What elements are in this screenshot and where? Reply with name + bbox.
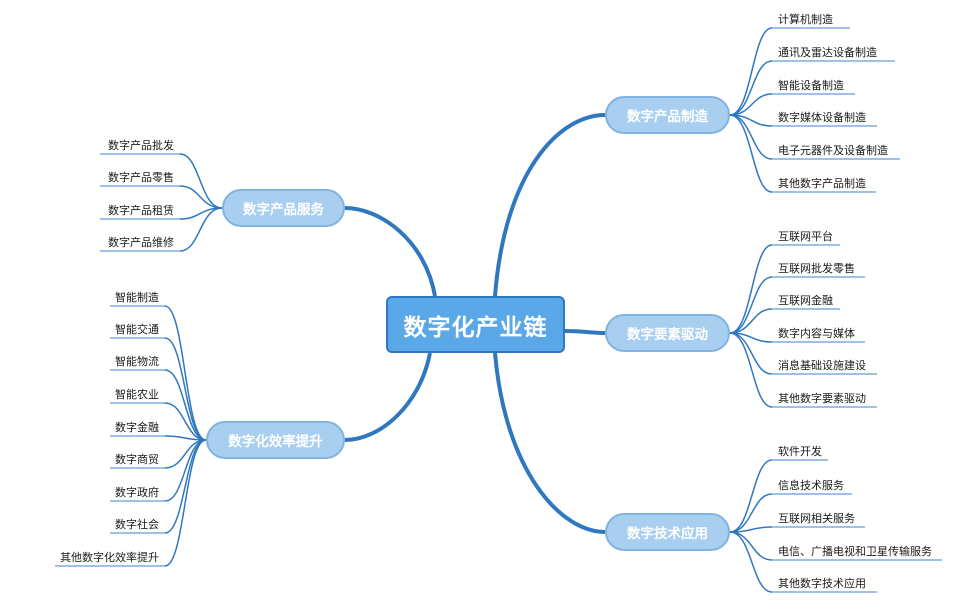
leaf-node[interactable]: 互联网金融 [778, 294, 833, 307]
leaf-node[interactable]: 智能交通 [115, 323, 159, 336]
leaf-node[interactable]: 其他数字化效率提升 [60, 551, 159, 564]
leaf-node[interactable]: 其他数字产品制造 [778, 177, 866, 190]
leaf-node[interactable]: 数字产品租赁 [108, 204, 174, 217]
leaf-node[interactable]: 数字社会 [115, 518, 159, 531]
leaf-node[interactable]: 数字媒体设备制造 [778, 111, 866, 124]
leaf-node[interactable]: 计算机制造 [778, 13, 833, 26]
leaf-node[interactable]: 电子元器件及设备制造 [778, 144, 888, 157]
leaf-node[interactable]: 互联网平台 [778, 230, 833, 243]
leaf-node[interactable]: 通讯及雷达设备制造 [778, 46, 877, 59]
leaf-node[interactable]: 电信、广播电视和卫星传输服务 [778, 545, 932, 558]
leaf-node[interactable]: 数字产品维修 [108, 236, 174, 249]
branch-digital-efficiency[interactable]: 数字化效率提升 [206, 421, 345, 459]
leaf-node[interactable]: 智能物流 [115, 355, 159, 368]
leaf-node[interactable]: 互联网批发零售 [778, 262, 855, 275]
leaf-node[interactable]: 信息技术服务 [778, 479, 844, 492]
branch-digital-tech-application[interactable]: 数字技术应用 [605, 513, 730, 551]
branch-digital-factor-driven[interactable]: 数字要素驱动 [605, 314, 730, 352]
leaf-node[interactable]: 其他数字要素驱动 [778, 392, 866, 405]
branch-label: 数字化效率提升 [228, 434, 323, 450]
leaf-node[interactable]: 数字产品批发 [108, 139, 174, 152]
leaf-node[interactable]: 消息基础设施建设 [778, 359, 866, 372]
leaf-node[interactable]: 数字政府 [115, 486, 159, 499]
leaf-node[interactable]: 智能制造 [115, 291, 159, 304]
branch-digital-product-manufacturing[interactable]: 数字产品制造 [605, 96, 730, 134]
leaf-node[interactable]: 软件开发 [778, 445, 822, 458]
central-topic-label: 数字化产业链 [403, 314, 548, 341]
branch-label: 数字技术应用 [627, 526, 708, 542]
leaf-node[interactable]: 数字金融 [115, 421, 159, 434]
branch-digital-product-service[interactable]: 数字产品服务 [222, 189, 345, 227]
leaf-node[interactable]: 其他数字技术应用 [778, 577, 866, 590]
central-topic[interactable]: 数字化产业链 [386, 296, 565, 353]
leaf-node[interactable]: 智能设备制造 [778, 79, 844, 92]
branch-label: 数字产品制造 [627, 109, 708, 125]
leaf-node[interactable]: 数字商贸 [115, 453, 159, 466]
leaf-node[interactable]: 数字内容与媒体 [778, 327, 855, 340]
leaf-node[interactable]: 互联网相关服务 [778, 512, 855, 525]
leaf-node[interactable]: 数字产品零售 [108, 171, 174, 184]
branch-label: 数字要素驱动 [627, 327, 708, 343]
branch-label: 数字产品服务 [243, 202, 324, 218]
leaf-node[interactable]: 智能农业 [115, 388, 159, 401]
